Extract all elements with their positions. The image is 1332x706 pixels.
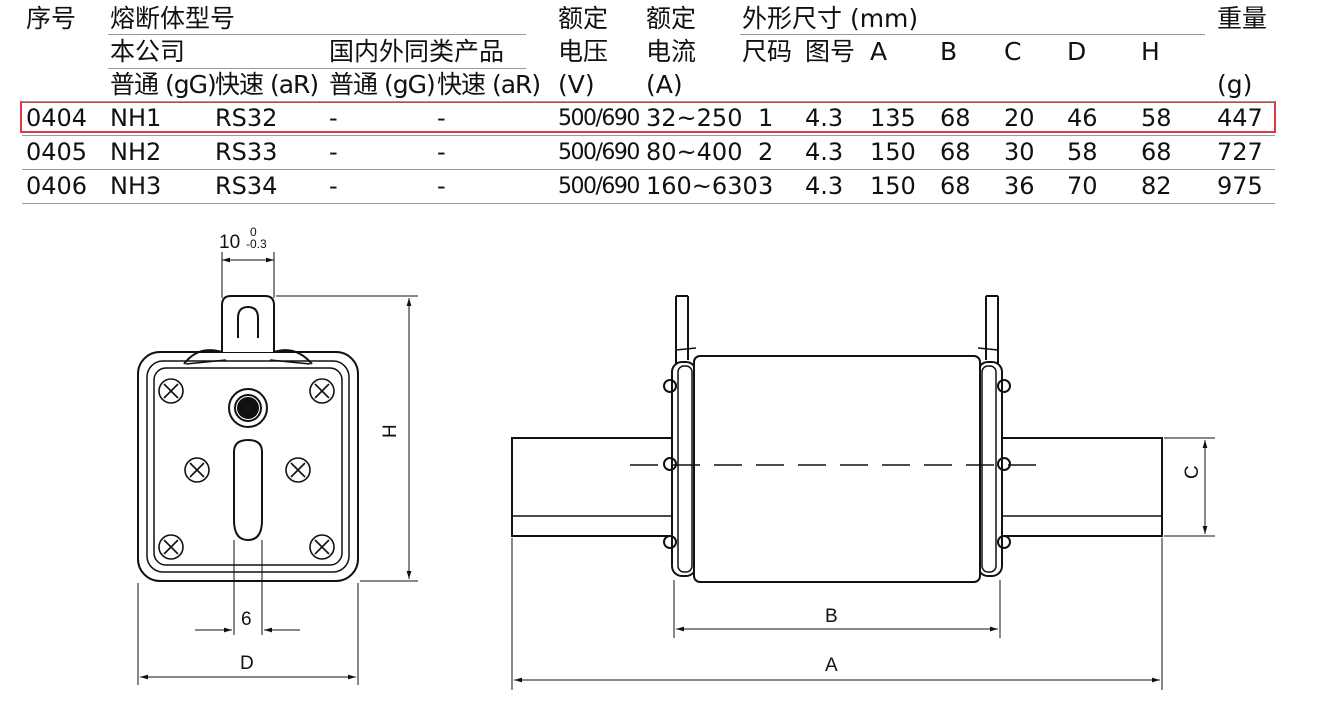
table-cell-ar: RS32 [215, 104, 278, 132]
table-cell-b: 68 [940, 138, 971, 166]
table-cell-a: 135 [870, 104, 916, 132]
dim-label-tol-upper: 0 [250, 225, 257, 239]
header-dim-b: B [940, 37, 958, 66]
header-dimensions: 外形尺寸 (mm) [742, 4, 919, 33]
table-cell-h: 82 [1141, 172, 1172, 200]
row-divider [22, 169, 1275, 170]
header-other-fast-ar: 快速 (aR) [437, 70, 541, 99]
header-current: 电流 [646, 37, 697, 66]
table-cell-c: 20 [1004, 104, 1035, 132]
table-cell-o-ar: - [437, 104, 446, 132]
table-cell-serial: 0406 [26, 172, 88, 200]
header-divider [108, 68, 526, 69]
row-divider [22, 203, 1275, 204]
table-cell-serial: 0404 [26, 104, 88, 132]
table-cell-w: 727 [1217, 138, 1263, 166]
table-cell-a: 150 [870, 172, 916, 200]
table-cell-w: 447 [1217, 104, 1263, 132]
table-cell-o-gg: - [329, 104, 338, 132]
header-divider [108, 34, 526, 35]
header-similar-products: 国内外同类产品 [329, 37, 505, 66]
fuse-front-view [137, 295, 359, 582]
table-cell-gg: NH3 [110, 172, 162, 200]
header-voltage: 电压 [558, 37, 609, 66]
table-cell-ar: RS33 [215, 138, 278, 166]
side-view-dimensions [511, 437, 1215, 690]
table-cell-fig: 4.3 [805, 138, 844, 166]
table-cell-d: 46 [1067, 104, 1098, 132]
header-other-normal-gg: 普通 (gG) [329, 70, 436, 99]
dim-label-tol-lower: -0.3 [246, 237, 267, 251]
header-divider [740, 34, 1205, 35]
header-model: 熔断体型号 [110, 4, 236, 33]
dim-label-h: H [380, 424, 401, 438]
table-cell-v: 500/690 [558, 174, 640, 199]
table-cell-c: 36 [1004, 172, 1035, 200]
row-divider [22, 135, 1275, 136]
header-serial: 序号 [26, 4, 77, 33]
dim-label-a: A [825, 655, 838, 676]
dim-label-width: 10 [219, 232, 240, 253]
header-dim-d: D [1067, 37, 1087, 66]
table-cell-o-ar: - [437, 172, 446, 200]
front-view-dimensions [137, 252, 418, 685]
table-cell-h: 68 [1141, 138, 1172, 166]
table-cell-ar: RS34 [215, 172, 278, 200]
header-rated-current-1: 额定 [646, 4, 697, 33]
table-cell-v: 500/690 [558, 106, 640, 131]
header-fast-ar: 快速 (aR) [215, 70, 319, 99]
header-company: 本公司 [110, 37, 186, 66]
dim-label-slot: 6 [241, 609, 252, 630]
header-normal-gg: 普通 (gG) [110, 70, 217, 99]
table-cell-a: 160~630 [646, 172, 758, 200]
table-cell-d: 70 [1067, 172, 1098, 200]
table-cell-b: 68 [940, 104, 971, 132]
table-cell-c: 30 [1004, 138, 1035, 166]
dim-label-c: C [1182, 465, 1203, 479]
table-cell-w: 975 [1217, 172, 1263, 200]
table-cell-d: 58 [1067, 138, 1098, 166]
header-current-unit: (A) [646, 70, 683, 99]
highlighted-row-frame [20, 101, 1276, 133]
table-cell-o-ar: - [437, 138, 446, 166]
table-cell-h: 58 [1141, 104, 1172, 132]
header-dim-a: A [870, 37, 888, 66]
table-cell-gg: NH2 [110, 138, 162, 166]
table-cell-v: 500/690 [558, 140, 640, 165]
header-weight-unit: (g) [1217, 70, 1253, 99]
table-cell-fig: 4.3 [805, 172, 844, 200]
fuse-side-view [511, 295, 1163, 583]
table-cell-size: 1 [758, 104, 774, 132]
table-cell-size: 2 [758, 138, 774, 166]
table-cell-o-gg: - [329, 172, 338, 200]
table-cell-a: 32~250 [646, 104, 743, 132]
header-size: 尺码 [742, 37, 793, 66]
header-drawing-no: 图号 [805, 37, 856, 66]
table-cell-gg: NH1 [110, 104, 162, 132]
header-voltage-unit: (V) [558, 70, 595, 99]
dim-label-b: B [825, 606, 838, 627]
table-cell-fig: 4.3 [805, 104, 844, 132]
row-divider [22, 101, 1275, 102]
table-cell-a: 150 [870, 138, 916, 166]
header-dim-h: H [1141, 37, 1160, 66]
table-cell-a: 80~400 [646, 138, 743, 166]
dim-label-d: D [240, 653, 254, 674]
header-dim-c: C [1004, 37, 1022, 66]
table-cell-b: 68 [940, 172, 971, 200]
table-cell-serial: 0405 [26, 138, 88, 166]
header-weight: 重量 [1217, 4, 1268, 33]
table-cell-size: 3 [758, 172, 774, 200]
header-rated-voltage-1: 额定 [558, 4, 609, 33]
table-cell-o-gg: - [329, 138, 338, 166]
